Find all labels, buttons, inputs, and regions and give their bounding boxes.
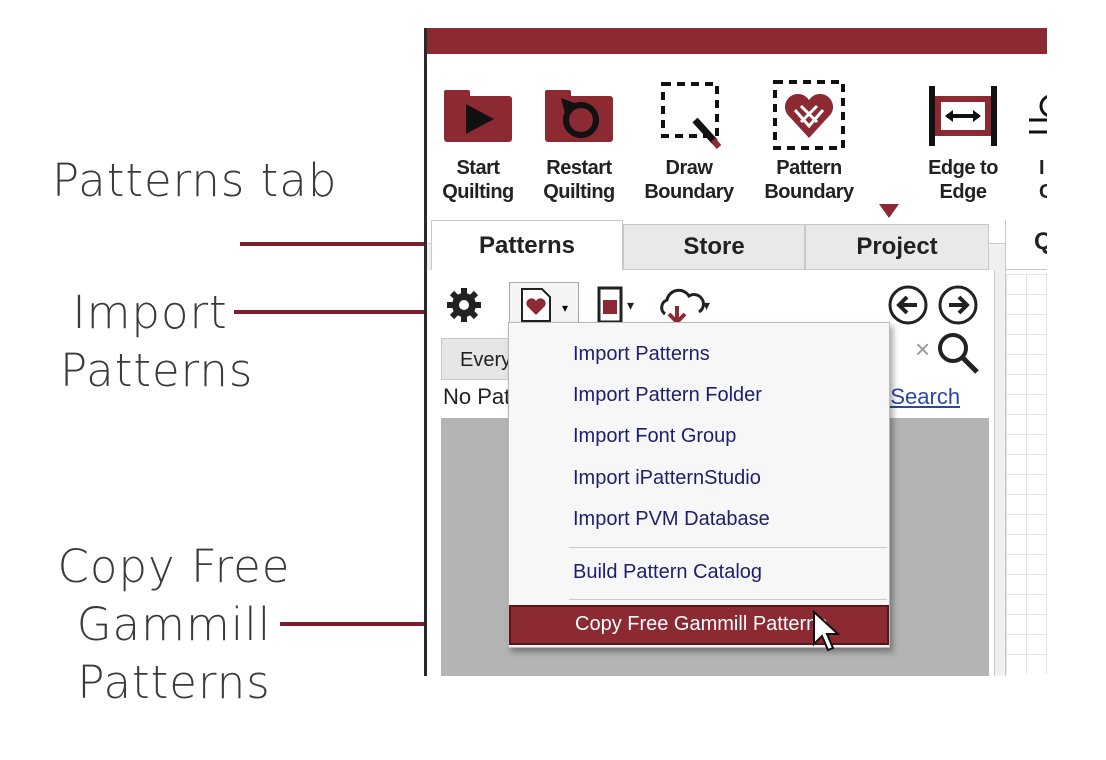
annotation-import-patterns: Import Patterns: [60, 284, 254, 400]
cloud-download-icon[interactable]: ▾: [655, 286, 715, 331]
restart-quilting-line1: Restart: [546, 157, 612, 179]
partial-line1: I: [1039, 157, 1045, 179]
annotation-patterns-tab: Patterns tab: [52, 154, 338, 207]
menu-item-import-pvm-database[interactable]: Import PVM Database: [573, 508, 770, 530]
restart-quilting-line2: Quilting: [543, 181, 615, 203]
edge-to-edge-line1: Edge to: [928, 157, 998, 179]
panel-tabs: Patterns Store Project: [427, 220, 1002, 270]
menu-separator: [569, 547, 887, 548]
import-pattern-file-icon: [518, 287, 554, 328]
gear-icon[interactable]: [445, 286, 483, 329]
annotation-line-copy: [280, 622, 500, 626]
start-quilting-line1: Start: [456, 157, 500, 179]
partial-line2: G: [1039, 180, 1047, 204]
pattern-boundary-line1: Pattern: [776, 157, 842, 179]
tab-project[interactable]: Project: [805, 224, 989, 270]
menu-separator: [569, 599, 887, 600]
mouse-cursor-icon: [812, 609, 841, 659]
annotation-copy-line3: Patterns: [77, 656, 271, 709]
annotation-line-import: [234, 310, 504, 314]
menu-item-import-ipatternstudio[interactable]: Import iPatternStudio: [573, 467, 761, 489]
patterns-toolbar: ▾ ▾ ▾: [445, 282, 985, 328]
annotation-copy-line1: Copy Free: [57, 540, 291, 593]
svg-text:▾: ▾: [703, 297, 710, 313]
pattern-status-text: No Pat: [443, 384, 511, 409]
start-quilting-line2: Quilting: [442, 181, 514, 203]
ribbon-more-dropdown[interactable]: [879, 204, 899, 218]
restart-folder-icon: [533, 76, 625, 156]
edge-to-edge-line2: Edge: [939, 181, 987, 203]
annotation-import-line1: Import: [72, 286, 228, 339]
search-icon[interactable]: [935, 330, 981, 381]
chevron-down-icon: ▾: [562, 301, 569, 315]
svg-text:▾: ▾: [627, 297, 634, 313]
annotation-copy-line2: Gammill: [76, 598, 272, 651]
tab-patterns[interactable]: Patterns: [431, 220, 623, 270]
menu-item-build-pattern-catalog[interactable]: Build Pattern Catalog: [573, 561, 763, 583]
menu-item-import-pattern-folder[interactable]: Import Pattern Folder: [573, 384, 762, 406]
title-bar: [427, 28, 1047, 54]
import-dropdown-menu: Import Patterns Import Pattern Folder Im…: [508, 322, 890, 648]
clear-search-icon[interactable]: ×: [915, 334, 931, 364]
pattern-boundary-icon: [757, 76, 861, 156]
tab-quilt[interactable]: Q: [1006, 220, 1047, 270]
pattern-boundary-line2: Boundary: [764, 181, 854, 203]
annotation-line-patterns-tab: [240, 242, 438, 246]
draw-boundary-icon: [637, 76, 741, 156]
annotation-copy-free: Copy Free Gammill Patterns: [44, 538, 304, 712]
quilt-preview-pane: Q: [1005, 220, 1047, 676]
play-folder-icon: [433, 76, 523, 156]
forward-arrow-icon[interactable]: [937, 284, 979, 331]
back-arrow-icon[interactable]: [887, 284, 929, 331]
quilt-grid: [1006, 274, 1047, 674]
menu-item-import-font-group[interactable]: Import Font Group: [573, 425, 737, 447]
import-patterns-button[interactable]: ▾: [509, 282, 579, 326]
menu-item-import-patterns[interactable]: Import Patterns: [573, 343, 710, 365]
annotation-import-line2: Patterns: [60, 344, 254, 397]
partial-ribbon-button[interactable]: IG: [1027, 76, 1047, 204]
edge-to-edge-icon: [917, 76, 1009, 156]
draw-boundary-line2: Boundary: [644, 181, 734, 203]
tab-store[interactable]: Store: [623, 224, 805, 270]
draw-boundary-line1: Draw: [665, 157, 713, 179]
partial-icon: [1027, 76, 1047, 156]
